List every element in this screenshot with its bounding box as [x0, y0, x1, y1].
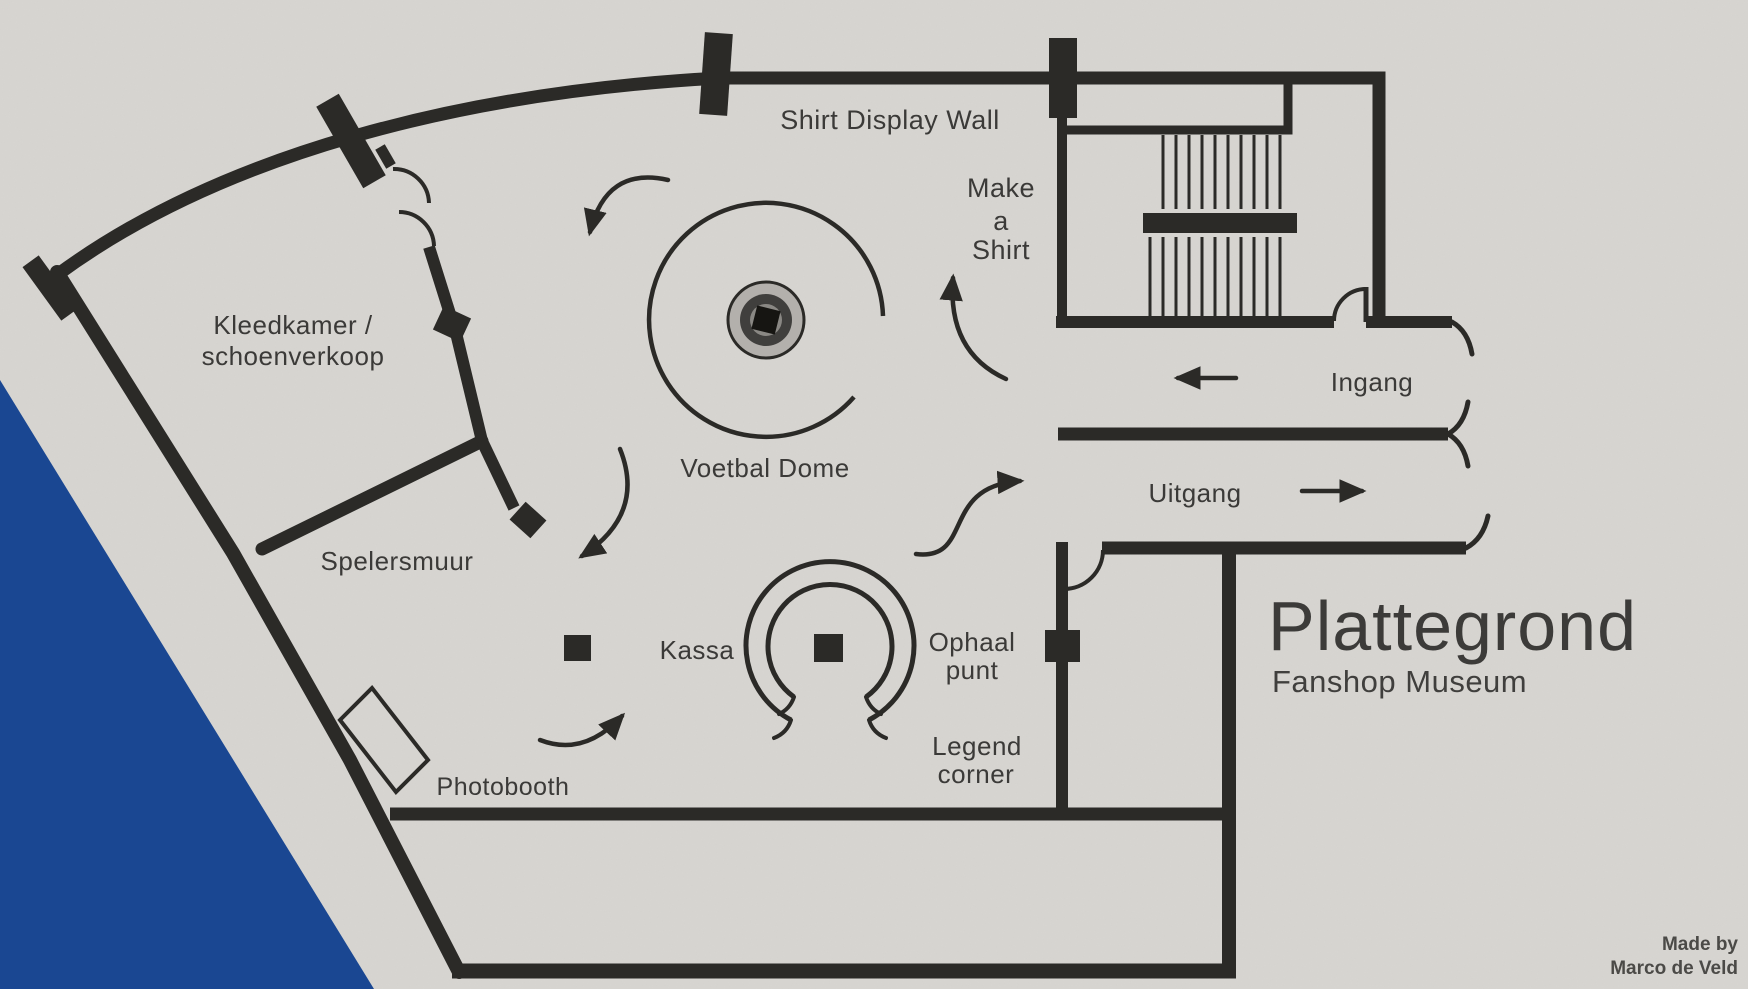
wall-pillars	[22, 32, 1080, 662]
stairs-treads-upper	[1161, 135, 1282, 209]
label-ingang: Ingang	[1331, 367, 1414, 397]
blue-corner-accent	[0, 380, 374, 989]
title-block: Plattegrond Fanshop Museum	[1268, 587, 1637, 699]
pillar-outer-wall-end	[22, 255, 78, 321]
outer-top-and-right-wall	[53, 71, 1386, 325]
stairs-landing	[1143, 213, 1297, 233]
label-make-a-shirt-line1: Make	[967, 173, 1035, 203]
kassa-square-marker	[564, 635, 591, 661]
ophaal-punt-square-marker	[814, 634, 843, 662]
label-legend-corner-line2: corner	[938, 759, 1015, 789]
route-to-uitgang-arrow-icon	[913, 470, 1025, 557]
stairs-door-arc	[1332, 287, 1367, 322]
stairs-treads-lower	[1148, 237, 1282, 316]
pillar-spelersmuur-end	[509, 501, 547, 539]
labels: Shirt Display Wall Make a Shirt Ingang U…	[202, 105, 1414, 801]
label-ophaal-punt-line2: punt	[946, 655, 999, 685]
pillar-curve-left	[316, 93, 386, 189]
pillar-shirtwall-stairs	[1049, 38, 1077, 118]
kleedkamer-door-arc-2	[398, 210, 436, 247]
label-legend-corner-line1: Legend	[932, 731, 1022, 761]
page-title: Plattegrond	[1268, 587, 1637, 665]
pillar-curve-mid	[699, 32, 733, 116]
kleedkamer-door-arc-1	[392, 166, 431, 204]
doors	[392, 166, 1369, 591]
page-subtitle: Fanshop Museum	[1272, 664, 1527, 699]
label-kassa: Kassa	[660, 635, 735, 665]
label-ophaal-punt-line1: Ophaal	[929, 627, 1016, 657]
spelersmuur-wall	[255, 434, 489, 556]
wall-end-flares	[1445, 319, 1491, 551]
spelersmuur-stub-wall	[476, 438, 520, 511]
label-uitgang: Uitgang	[1148, 478, 1241, 508]
label-make-a-shirt-line2: a	[993, 206, 1009, 236]
staircase	[1143, 135, 1297, 316]
counter-inner-ring	[765, 582, 895, 700]
route-dome-entry-arrow-icon	[583, 175, 671, 237]
kassa-counter-icon	[743, 559, 917, 740]
route-photobooth-to-kassa-arrow-icon	[537, 712, 626, 748]
route-to-make-a-shirt-arrow-icon	[939, 273, 1009, 382]
label-kleedkamer-line1: Kleedkamer /	[213, 310, 372, 340]
outer-left-slanted-wall	[50, 265, 466, 979]
credit-block: Made by Marco de Veld	[1610, 934, 1738, 979]
label-make-a-shirt-line3: Shirt	[972, 235, 1030, 265]
counter-end-flares	[772, 695, 888, 740]
photobooth-box	[337, 684, 431, 796]
walls	[50, 71, 1491, 979]
counter-outer-ring	[743, 559, 917, 723]
credit-line2: Marco de Veld	[1610, 958, 1738, 979]
kleedkamer-door-stub-wall	[375, 144, 396, 169]
pillar-legend-wall	[1045, 630, 1080, 662]
label-voetbal-dome: Voetbal Dome	[680, 453, 849, 483]
flow-arrows	[537, 175, 1367, 748]
label-photobooth: Photobooth	[437, 773, 570, 801]
label-kleedkamer-line2: schoenverkoop	[202, 341, 385, 371]
stairs-inner-wall	[1060, 84, 1293, 135]
dome-center-square	[751, 305, 781, 335]
legend-corner-door-arc	[1063, 549, 1105, 591]
route-dome-to-kassa-arrow-icon	[578, 446, 630, 559]
pillar-kleedkamer-wall	[432, 305, 472, 343]
credit-line1: Made by	[1662, 934, 1738, 955]
label-shirt-display-wall: Shirt Display Wall	[780, 105, 1000, 135]
label-spelersmuur: Spelersmuur	[321, 546, 474, 576]
voetbal-dome-icon	[646, 200, 886, 440]
dome-outer-ring	[646, 200, 886, 440]
